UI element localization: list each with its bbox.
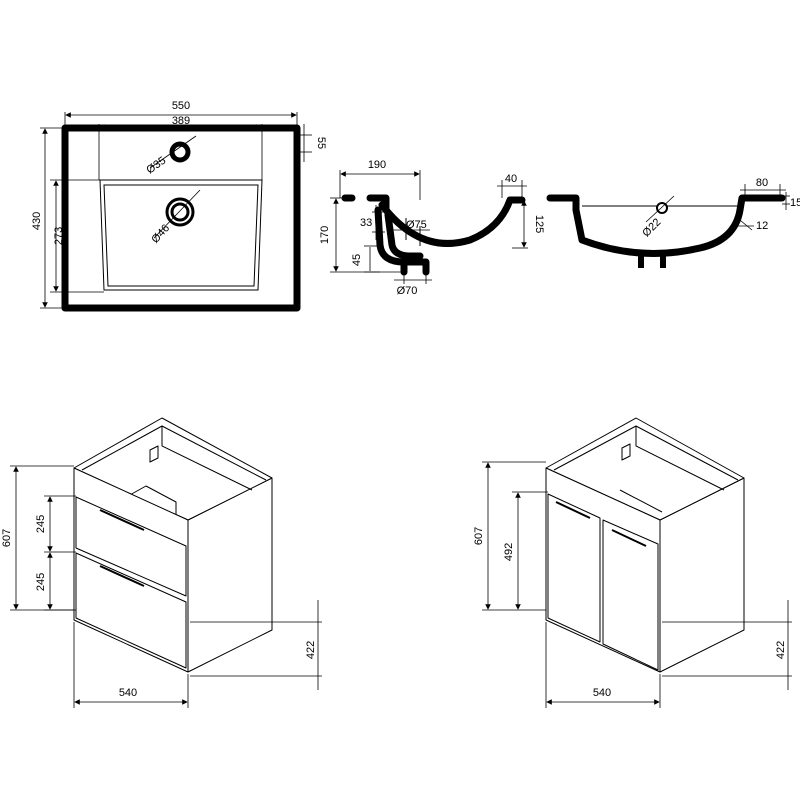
section-trap [384,211,430,276]
cab1-drawer-bottom [75,552,187,669]
label-overflow: Ø22 [640,216,663,239]
dim-rim-offset: 55 [315,137,327,149]
cab2-door-left [547,493,601,643]
cab1-handle-top [99,509,145,531]
dim-bowl-depth: 273 [53,227,65,245]
label-drain: Ø46 [149,222,172,245]
basin-side-view: Ø22 80 15 12 [546,177,800,268]
section-inner-curve [391,217,481,247]
label-trap-dia: Ø70 [397,285,418,297]
cab2-handle-right [611,529,647,547]
tap-hole [169,141,191,163]
cab2-dim-width: 540 [593,687,611,699]
cab1-drawer-top [75,496,187,597]
cab1-dim-height: 607 [1,529,13,547]
basin-section-view: 190 40 170 125 33 45 Ø75 Ø70 [319,159,545,297]
cabinet-doors: 607 492 422 540 [473,417,792,708]
dim-side-lip: 12 [756,220,768,232]
section-basin-body [366,194,526,276]
label-tap-dia: Ø75 [406,219,427,231]
dim-hole-spacing: 389 [172,115,190,127]
dim-rim-width: 40 [505,173,517,185]
dim-depth: 430 [31,212,43,230]
drain-inner [170,202,190,222]
dim-tap-distance: 190 [368,159,386,171]
cab1-dim-drawer-bottom: 245 [35,573,47,591]
cab2-handle-left [555,501,591,519]
cab1-dim-drawer-top: 245 [35,515,47,533]
cab1-dim-width: 540 [119,687,137,699]
side-basin-body [546,194,786,257]
dim-width: 550 [172,100,190,112]
cab2-door-right [602,519,659,671]
overflow-hole [656,202,668,214]
cab2-dim-door: 492 [503,543,515,561]
basin-bowl-outline [99,179,263,291]
cab2-bracket [621,443,631,461]
cabinet-drawers: 607 245 245 422 540 [1,417,322,708]
basin-top-view: 550 389 55 430 273 Ø35 Ø46 [31,100,327,312]
dim-bowl-height: 125 [533,215,545,233]
cab2-dim-floor: 422 [775,641,787,659]
cab1-handle-bottom [99,565,145,587]
dim-height: 170 [319,226,331,244]
cab2-dim-height: 607 [473,527,485,545]
dim-side-rim: 80 [756,177,768,189]
dim-offset-33: 33 [360,217,372,229]
basin-bowl-inner [103,184,259,287]
cab1-dim-floor: 422 [305,641,317,659]
dim-offset-45: 45 [351,254,363,266]
side-drain-stub [638,252,666,268]
dim-side-thickness: 15 [790,197,800,209]
cab1-bracket [149,445,159,463]
